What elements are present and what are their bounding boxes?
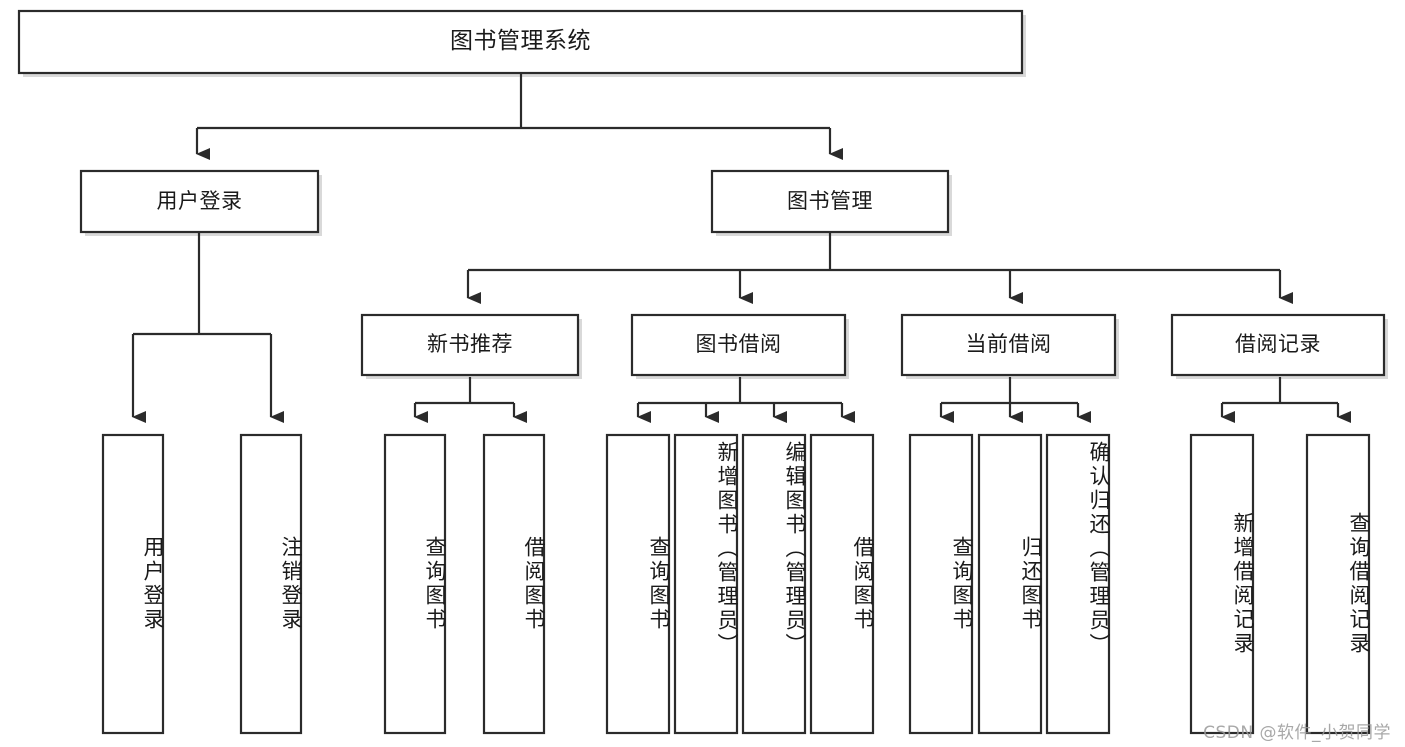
node-box-new-book-recommend (360, 313, 580, 377)
node-box-leaf-add-record (1189, 433, 1255, 735)
node-box-current-borrow (900, 313, 1117, 377)
node-box-leaf-user-login (101, 433, 165, 735)
node-box-leaf-add-book (673, 433, 739, 735)
connector-new-book-recommend (413, 377, 527, 423)
connector-user-login (131, 233, 284, 423)
node-box-leaf-query-book-3 (908, 433, 974, 735)
node-box-book-borrow (630, 313, 847, 377)
node-box-root (17, 9, 1024, 75)
node-box-borrow-record (1170, 313, 1386, 377)
node-box-leaf-confirm-return (1045, 433, 1111, 735)
connector-book-borrow (636, 377, 855, 423)
node-box-leaf-borrow-book-1 (482, 433, 546, 735)
csdn-watermark: CSDN @软件_小贺同学 (1203, 723, 1391, 743)
node-box-leaf-edit-book (741, 433, 807, 735)
node-box-leaf-query-book-1 (383, 433, 447, 735)
node-box-leaf-logout (239, 433, 303, 735)
connector-borrow-record (1220, 377, 1351, 423)
node-box-user-login (79, 169, 320, 234)
node-box-leaf-borrow-book-2 (809, 433, 875, 735)
connector-book-manage (466, 233, 1293, 304)
node-box-leaf-query-record (1305, 433, 1371, 735)
node-box-book-manage (710, 169, 950, 234)
connector-current-borrow (939, 377, 1091, 423)
connector-root (195, 72, 843, 160)
node-box-leaf-query-book-2 (605, 433, 671, 735)
node-box-leaf-return-book (977, 433, 1043, 735)
